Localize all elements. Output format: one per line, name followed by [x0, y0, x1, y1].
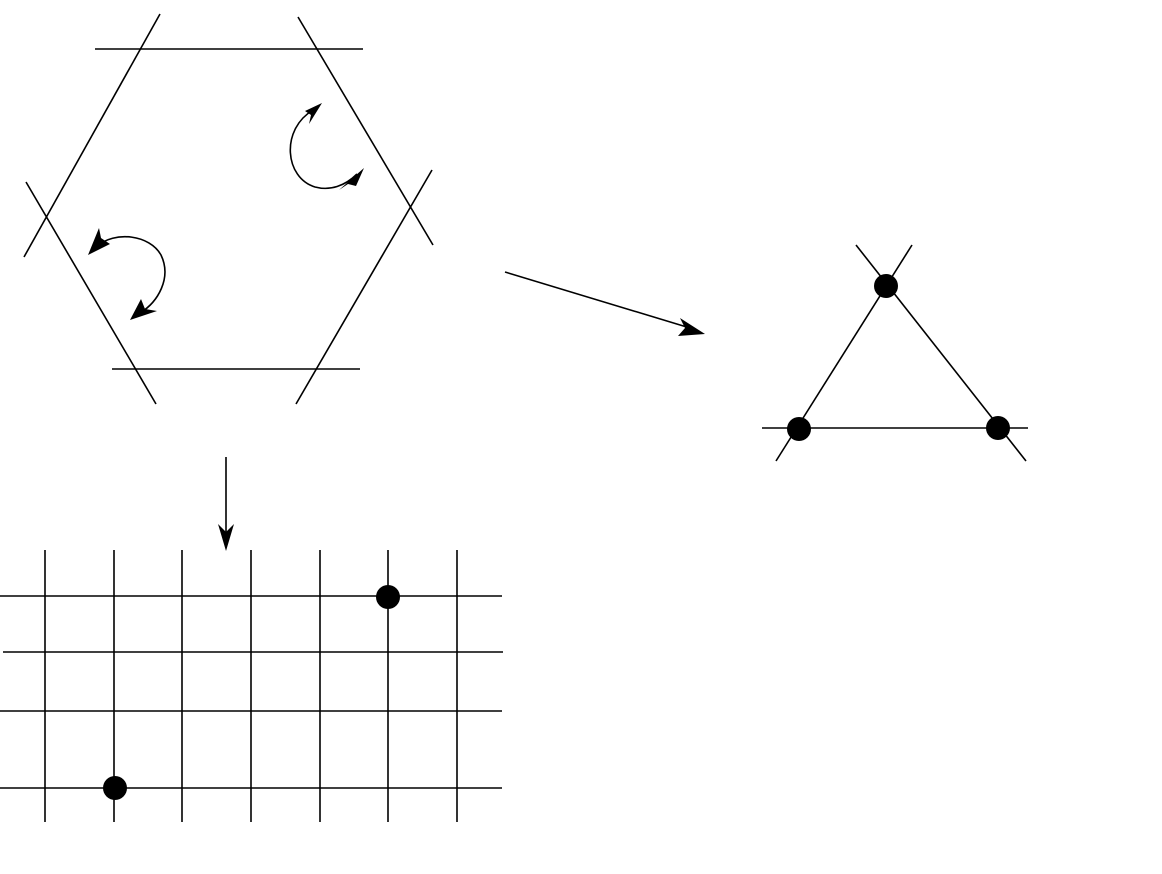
hexagon-upper-left-edge	[23, 13, 161, 258]
arrow-to-triangle	[504, 271, 705, 336]
hexagon-upper-right-edge	[297, 16, 434, 246]
curved-arrow-lower-left	[88, 228, 166, 320]
hexagon-lower-right-edge	[295, 169, 433, 405]
grid-dot	[376, 585, 400, 609]
hexagon-lower-left-edge	[25, 181, 157, 405]
triangle-vertex-dot-top	[874, 274, 898, 298]
triangle-vertex-dot-left	[787, 417, 811, 441]
arrow-to-grid	[218, 457, 234, 551]
grid-dot	[103, 776, 127, 800]
square-grid-panel	[0, 550, 503, 822]
hexagon-panel	[23, 13, 434, 405]
triangle-vertex-dot-right	[986, 416, 1010, 440]
curved-arrow-upper-right	[289, 103, 364, 190]
triangle-panel	[762, 244, 1028, 462]
